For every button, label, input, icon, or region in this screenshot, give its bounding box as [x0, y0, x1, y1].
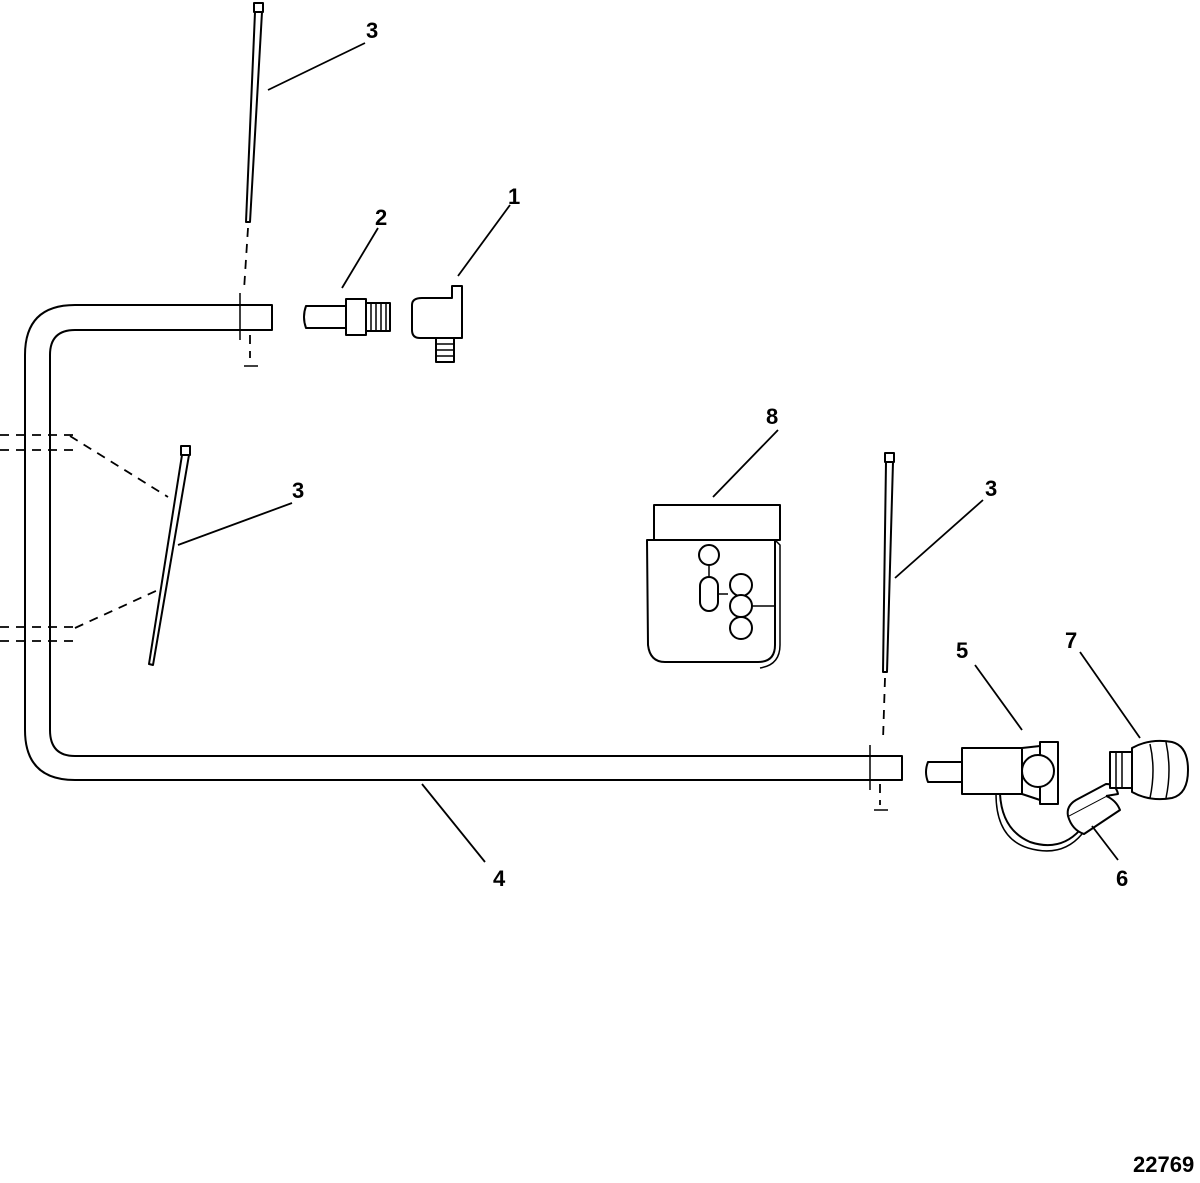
cable-tie-top — [243, 2, 264, 291]
leader-lines — [177, 42, 1141, 863]
cable-tie-right — [882, 452, 895, 741]
hose-part-4 — [24, 293, 903, 811]
callout-8: 8 — [766, 404, 778, 429]
callout-5: 5 — [956, 638, 968, 663]
callout-2: 2 — [375, 205, 387, 230]
cap-part-6 — [1066, 783, 1121, 835]
callout-labels: 1 2 3 3 3 4 5 6 7 8 — [292, 18, 1128, 891]
callout-7: 7 — [1065, 628, 1077, 653]
callout-4: 4 — [493, 866, 506, 891]
cable-tie-left — [148, 445, 191, 666]
callout-3-right: 3 — [985, 476, 997, 501]
elbow-fitting-part-1 — [411, 285, 463, 363]
decal-part-8 — [646, 504, 781, 669]
plug-part-7 — [1109, 739, 1189, 801]
barbed-fitting-part-2 — [303, 298, 391, 336]
callout-3-left: 3 — [292, 478, 304, 503]
callout-3-top: 3 — [366, 18, 378, 43]
figure-number: 22769 — [1133, 1152, 1194, 1177]
callout-1: 1 — [508, 184, 520, 209]
callout-6: 6 — [1116, 866, 1128, 891]
quick-connector-part-5 — [925, 741, 1083, 852]
hose-reference-lines — [0, 434, 169, 642]
